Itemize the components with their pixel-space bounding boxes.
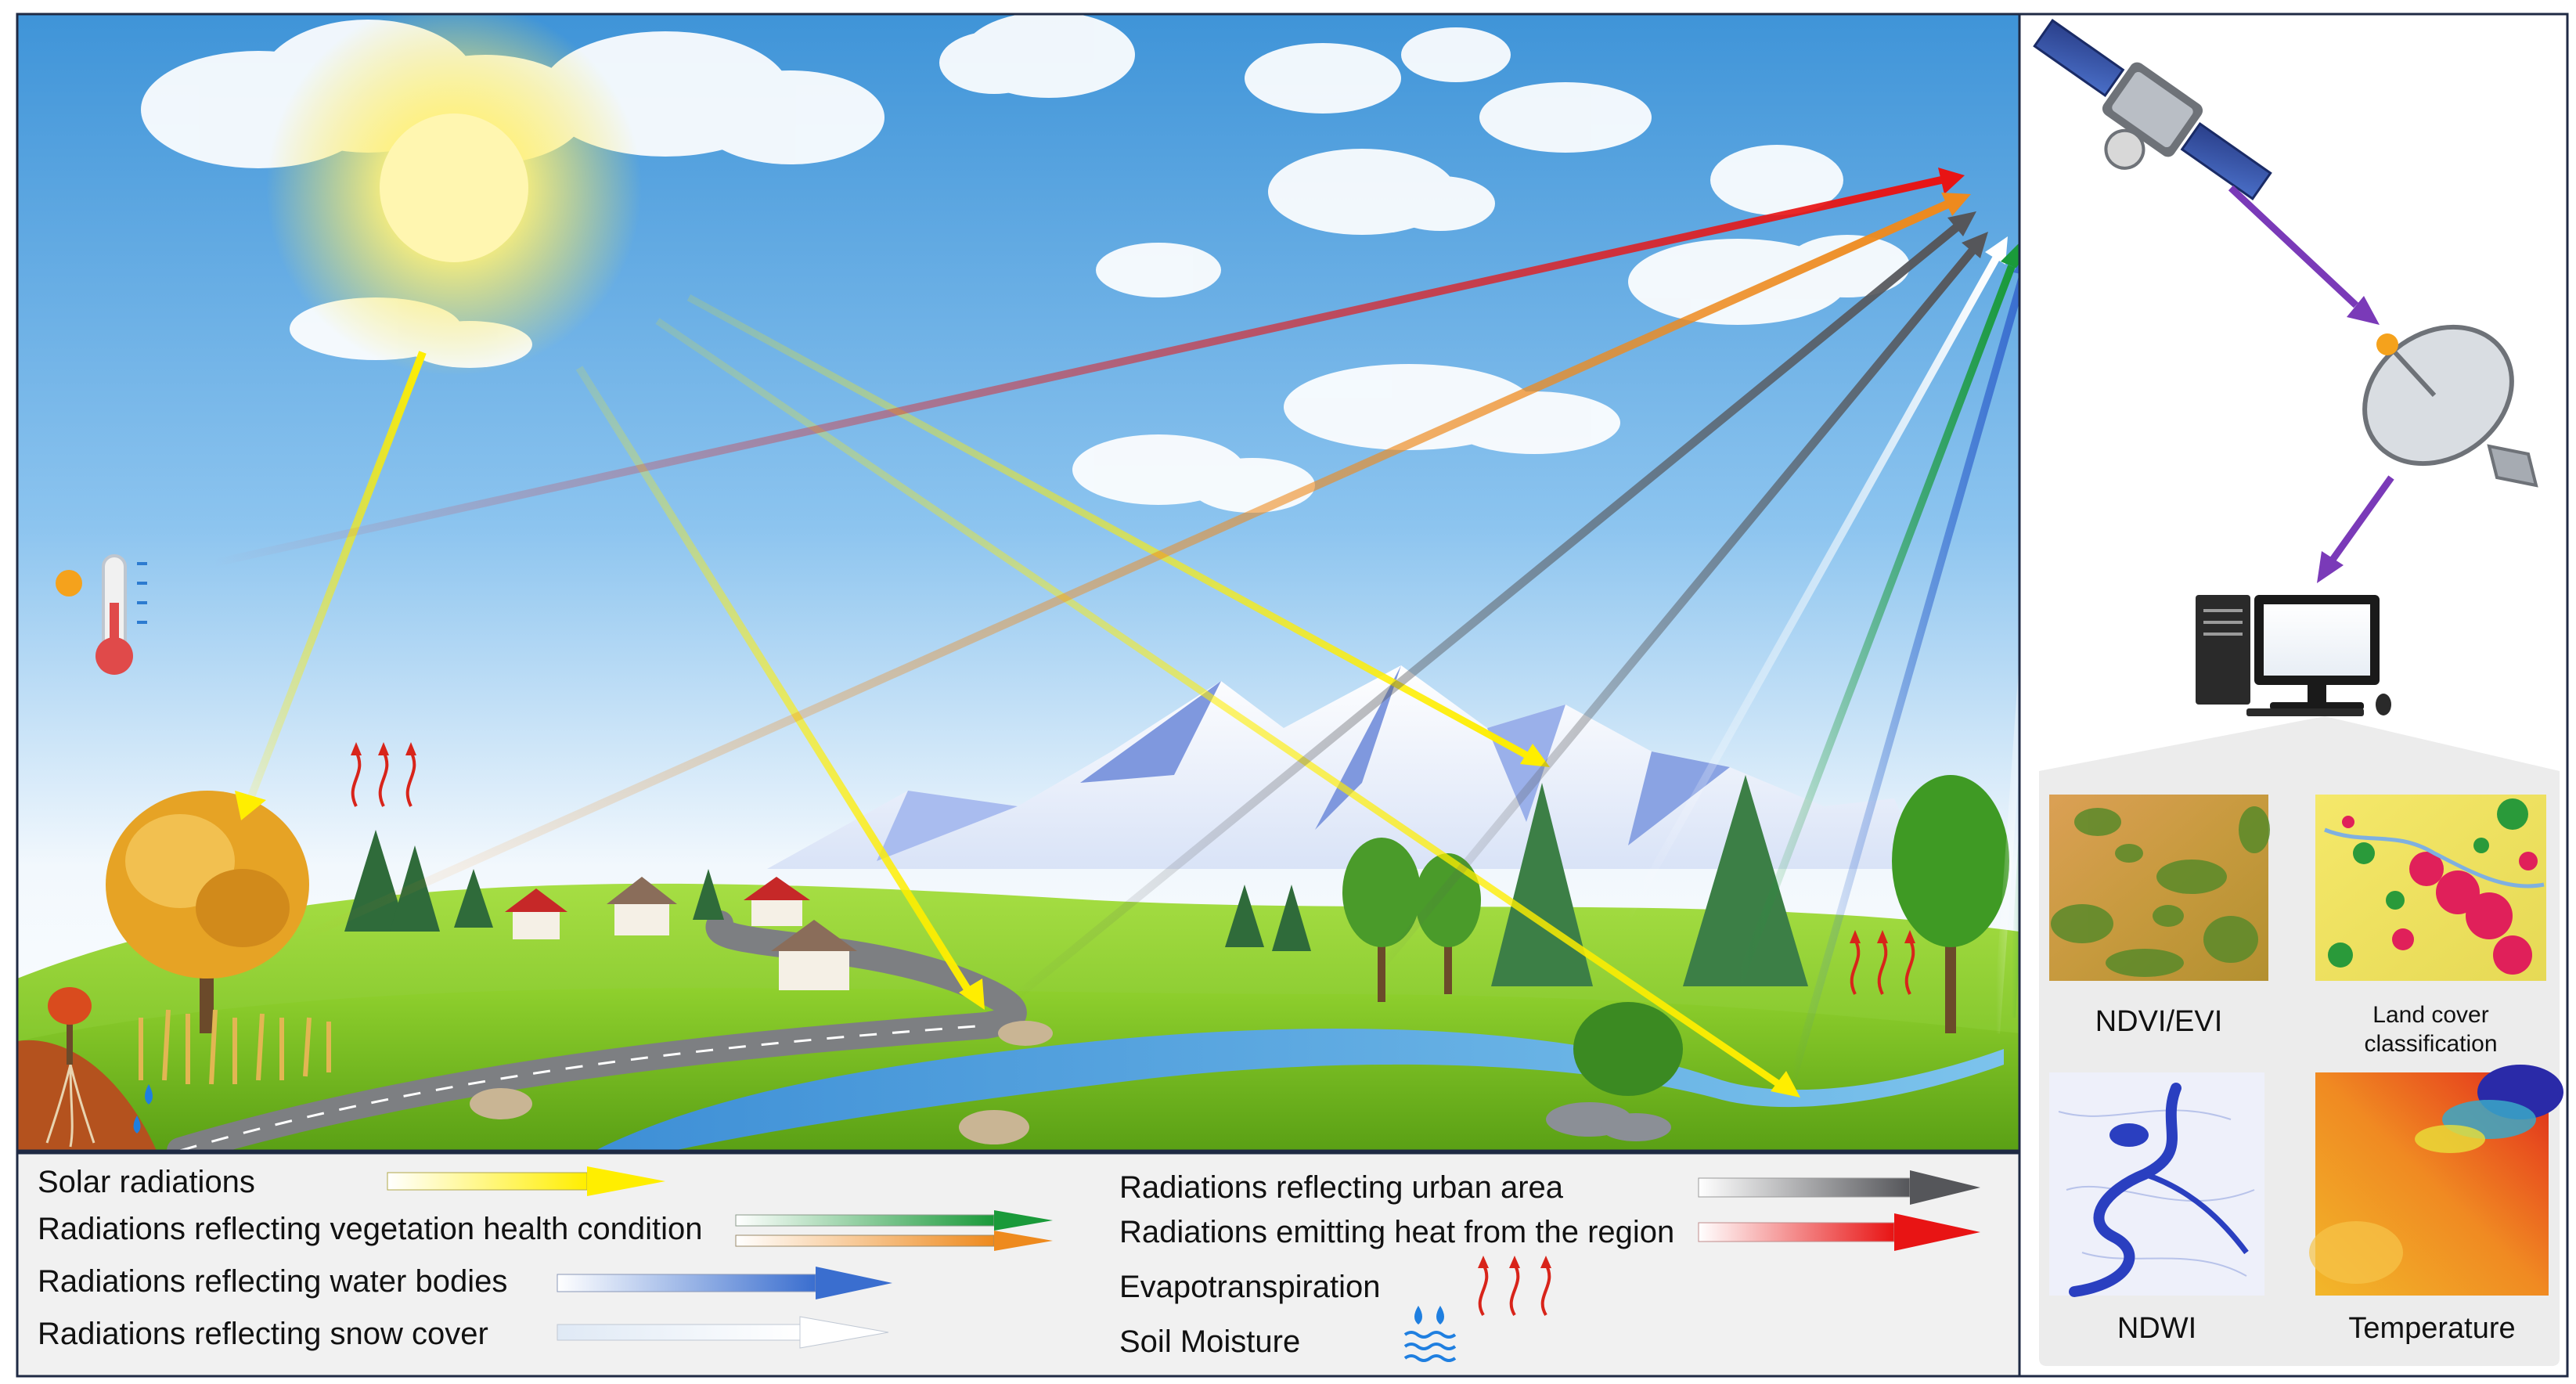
- legend-label-soil-moisture: Soil Moisture: [1119, 1325, 1301, 1359]
- legend-arrow-water: [557, 1267, 892, 1299]
- land-cover-map: [2315, 795, 2546, 981]
- sapling-trunk: [67, 1010, 73, 1065]
- houses: [505, 877, 857, 990]
- river: [595, 1029, 2004, 1151]
- legend-arrow-snow: [557, 1316, 889, 1349]
- temperature-map: [2309, 1065, 2563, 1296]
- evapotranspiration-icon: [1478, 1263, 1551, 1317]
- roots: [45, 1064, 95, 1148]
- legend-arrow-vegetation: [735, 1210, 1053, 1251]
- snow-mountains: [767, 665, 1926, 869]
- legend-label-snow: Radiations reflecting snow cover: [38, 1317, 488, 1351]
- autumn-tree: [106, 791, 309, 1033]
- round-trees: [1342, 775, 2009, 1096]
- sapling: [48, 987, 92, 1025]
- pine-trees: [344, 775, 1808, 986]
- soil-moisture-icon: [1403, 1306, 1457, 1362]
- legend-swatches: [387, 1166, 1980, 1362]
- legend-label-water: Radiations reflecting water bodies: [38, 1264, 508, 1299]
- computer-icon: [2196, 595, 2391, 716]
- ground-station-dish-icon: [2362, 324, 2538, 488]
- sun-core: [380, 114, 528, 262]
- soil: [17, 1040, 157, 1151]
- legend-arrow-heat: [1698, 1213, 1980, 1251]
- road-markings: [179, 1024, 987, 1151]
- landscape: [17, 14, 2019, 1151]
- ndwi-map: [2049, 1072, 2264, 1297]
- legend-label-evapotranspiration: Evapotranspiration: [1119, 1270, 1381, 1304]
- evapotranspiration-icon-heads: [1478, 1256, 1551, 1268]
- legend-label-vegetation: Radiations reflecting vegetation health …: [38, 1212, 703, 1246]
- legend-arrow-solar: [387, 1166, 665, 1196]
- wheat-field: [139, 1009, 331, 1085]
- downlink-arrowhead-2: [2317, 551, 2344, 583]
- thermometer-icon: [56, 554, 147, 675]
- product-label-ndwi: NDWI: [2117, 1312, 2197, 1345]
- product-label-land-cover-line1: Land cover: [2372, 1002, 2489, 1028]
- downlink-arrowhead-1: [2347, 296, 2380, 325]
- legend-label-heat: Radiations emitting heat from the region: [1119, 1215, 1675, 1249]
- product-label-temperature: Temperature: [2348, 1312, 2516, 1345]
- satellite-icon: [2033, 19, 2272, 200]
- downlink-arrow-2: [2329, 475, 2394, 562]
- scene-water-drops: [133, 1084, 153, 1134]
- legend-box: [16, 1152, 2021, 1378]
- ndvi-map: [2049, 795, 2270, 981]
- product-label-land-cover: Land cover classification: [2315, 1000, 2546, 1058]
- legend-label-solar: Solar radiations: [38, 1165, 255, 1199]
- rocks: [470, 1021, 1671, 1144]
- legend-arrow-urban: [1698, 1170, 1980, 1205]
- evapotranspiration-arrowheads: [351, 742, 1915, 943]
- downlink-arrow-1: [2228, 185, 2359, 308]
- evapotranspiration-arrows-icon: [351, 751, 1915, 995]
- product-label-land-cover-line2: classification: [2364, 1031, 2498, 1057]
- product-label-ndvi: NDVI/EVI: [2095, 1005, 2223, 1038]
- legend-label-urban: Radiations reflecting urban area: [1119, 1170, 1564, 1205]
